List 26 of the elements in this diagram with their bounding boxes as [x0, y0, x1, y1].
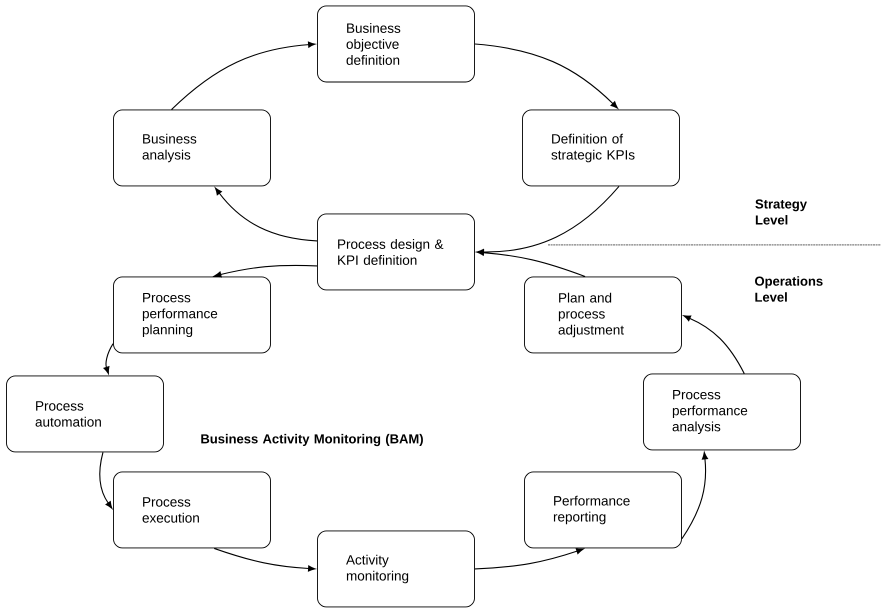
- process-box: Process performance analysis: [643, 374, 801, 450]
- arrow: [104, 343, 114, 374]
- arrow: [683, 315, 745, 374]
- process-box: Plan and process adjustment: [524, 276, 682, 354]
- arrow: [214, 188, 318, 242]
- arrow: [476, 250, 586, 278]
- process-box: Business objective definition: [317, 6, 475, 82]
- arrow: [99, 452, 112, 509]
- process-box: Process automation: [6, 376, 164, 452]
- process-box: Business analysis: [113, 110, 271, 186]
- level-label: Strategy Level: [755, 199, 807, 225]
- arrow: [214, 548, 316, 572]
- arrow: [171, 42, 316, 110]
- process-box: Definition of strategic KPIs: [522, 110, 680, 186]
- process-box: Performance reporting: [524, 472, 682, 548]
- arrow: [474, 548, 584, 570]
- arrow: [476, 186, 620, 256]
- section-label: Business Activity Monitoring (BAM): [201, 434, 423, 446]
- arrow: [682, 452, 708, 540]
- arrow: [214, 264, 318, 278]
- process-box: Activity monitoring: [317, 530, 475, 608]
- process-box: Process design & KPI definition: [317, 214, 475, 290]
- level-label: Operations Level: [755, 276, 823, 302]
- process-box: Process execution: [113, 472, 271, 548]
- arrow: [474, 43, 618, 109]
- process-box: Process performance planning: [113, 276, 271, 354]
